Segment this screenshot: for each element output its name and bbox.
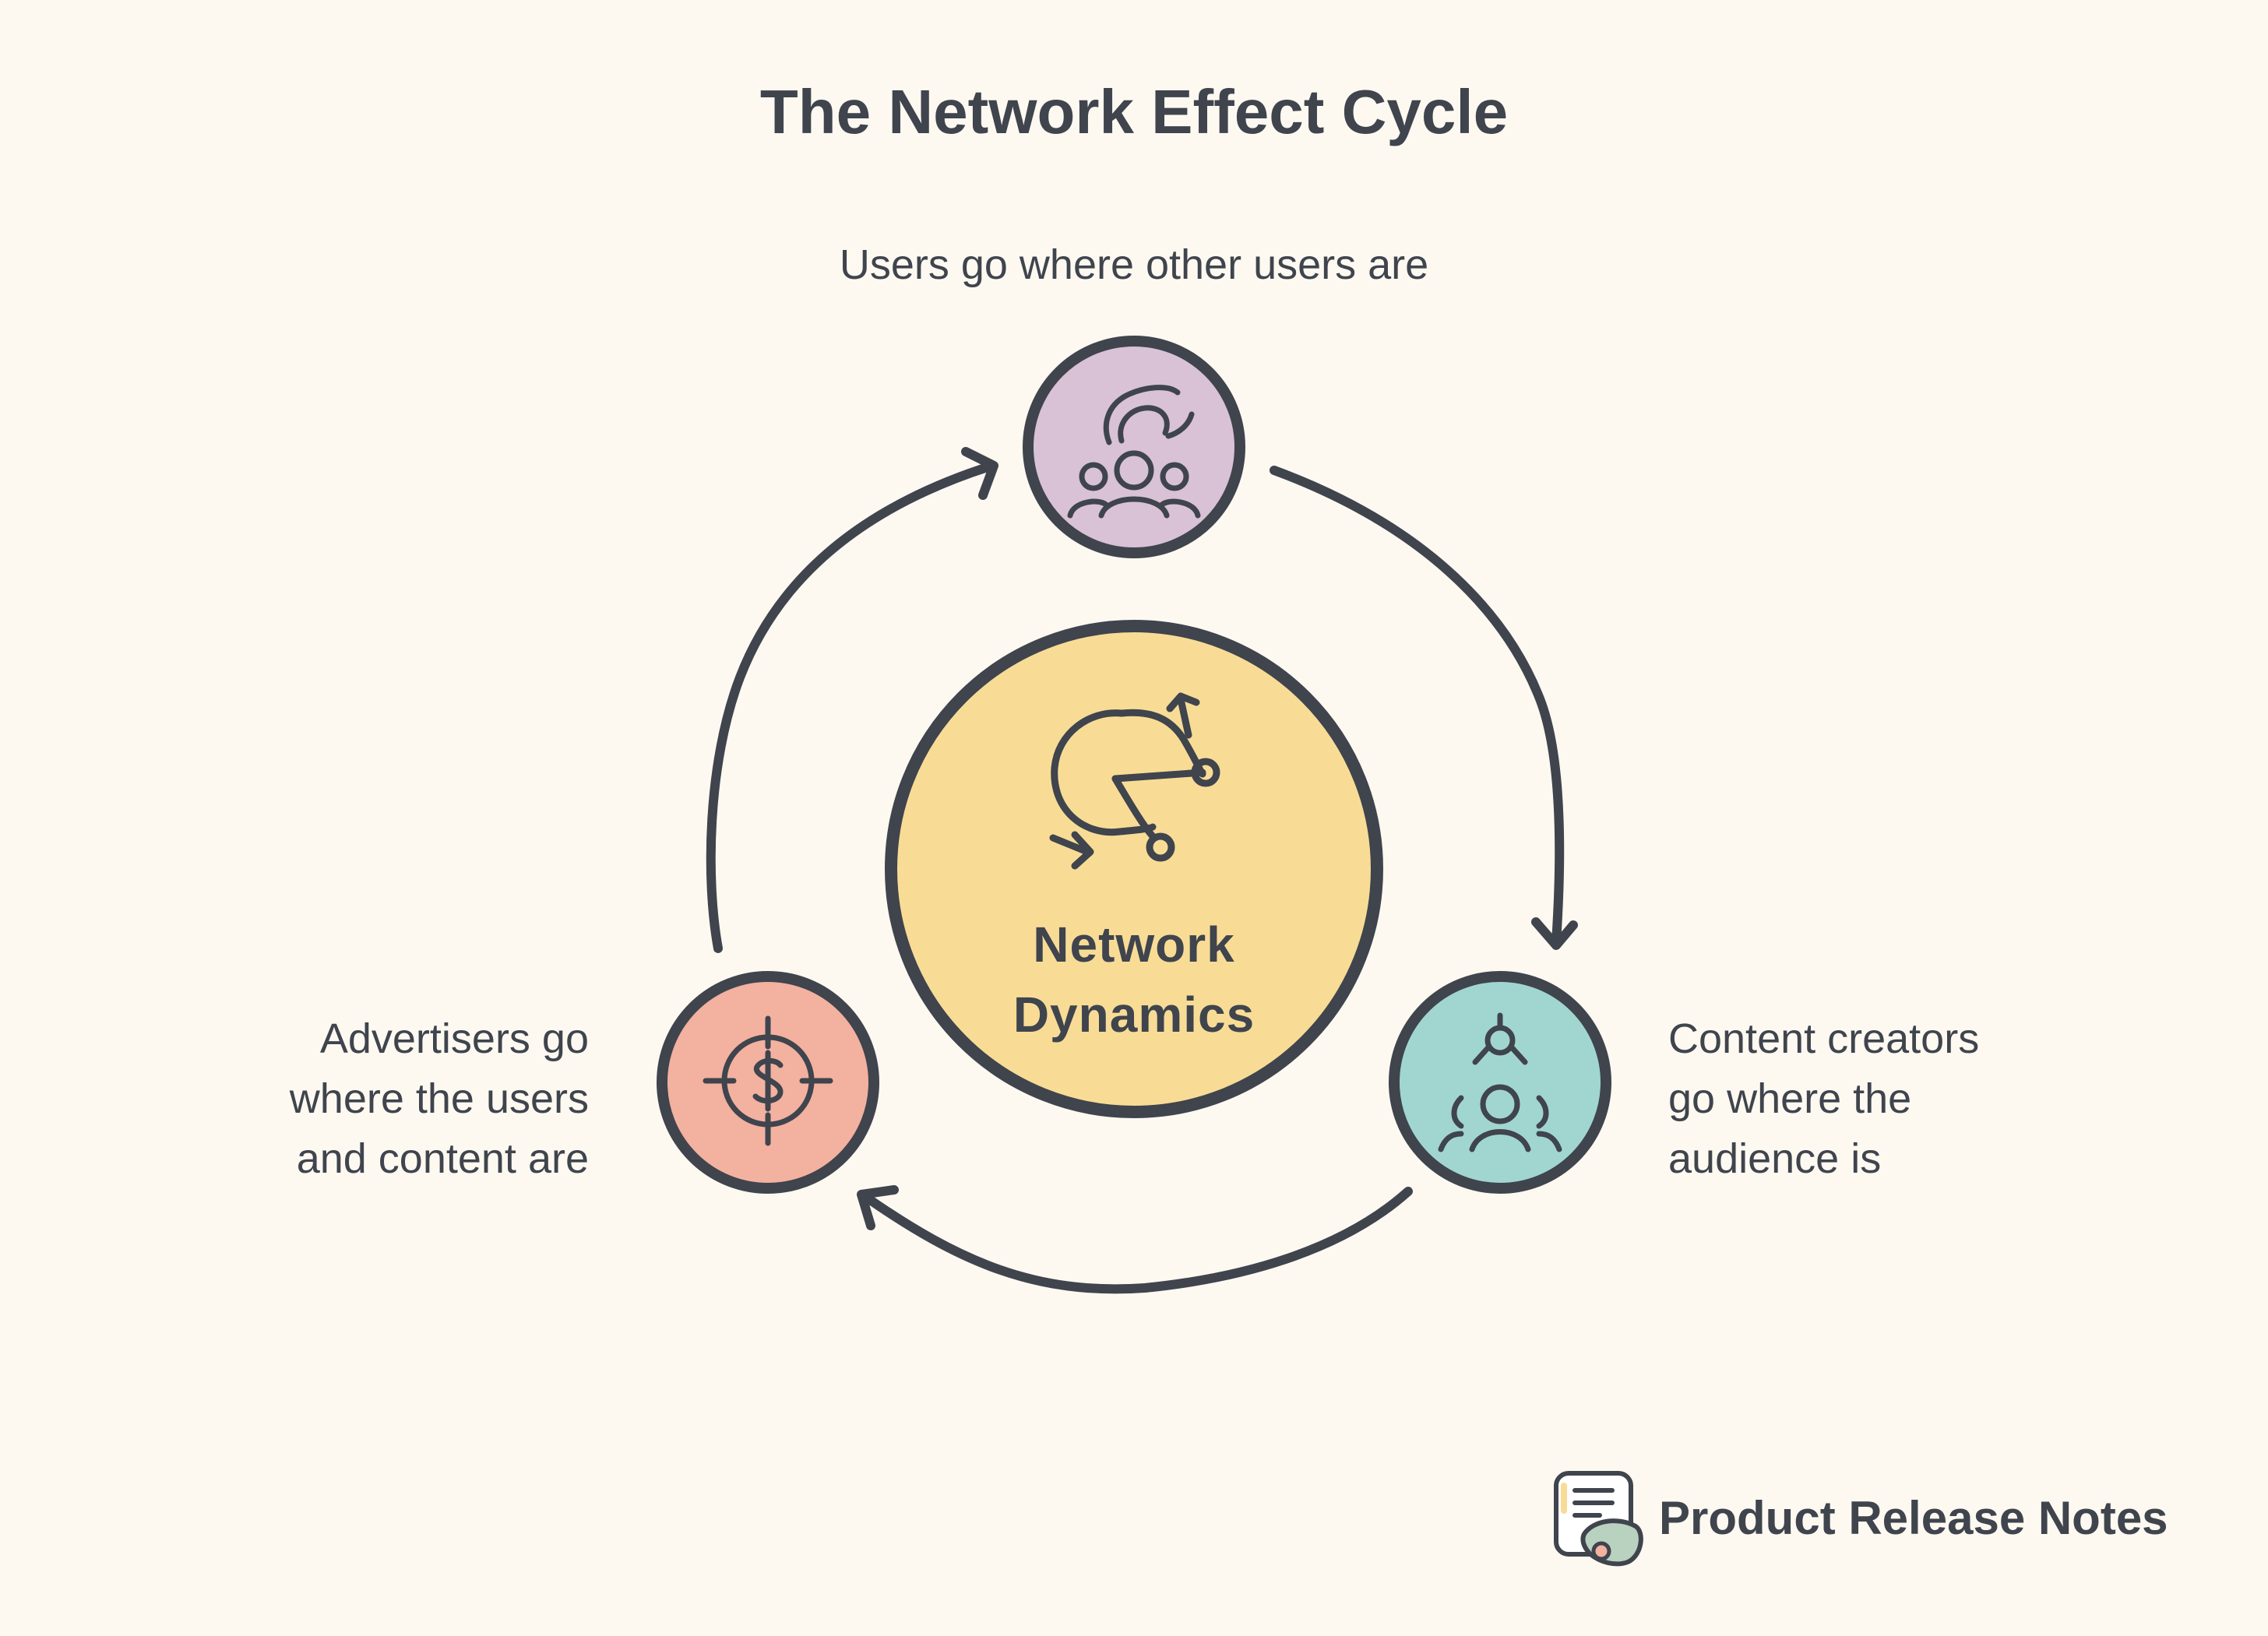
label-creators: Content creators go where the audience i… [1668,1009,2136,1189]
network-cycle-icon [1049,692,1220,870]
content-creator-icon [1438,1012,1562,1152]
label-advertisers-line: Advertisers go [319,1015,589,1062]
label-creators-line: go where the [1668,1075,1912,1122]
release-notes-logo-icon [1554,1471,1643,1567]
label-advertisers: Advertisers go where the users and conte… [156,1009,589,1189]
dollar-target-icon [703,1015,833,1146]
cycle-arrow-creators-to-advertisers [857,1185,1413,1294]
center-circle [885,620,1383,1118]
node-users [1023,336,1245,558]
users-group-icon [1067,385,1201,519]
label-creators-line: audience is [1668,1135,1882,1182]
brand-name: Product Release Notes [1659,1492,2168,1544]
node-creators [1389,971,1611,1194]
center-label-line2: Dynamics [1012,987,1256,1043]
label-users: Users go where other users are [839,241,1429,288]
center-label-line1: Network [1033,917,1235,973]
label-advertisers-line: where the users [289,1075,589,1122]
cycle-arrow-advertisers-to-users [706,447,998,953]
brand-watermark: Product Release Notes [1553,1470,2168,1570]
center-label: Network Dynamics [900,909,1368,1050]
label-creators-line: Content creators [1668,1015,1980,1062]
label-advertisers-line: and content are [296,1135,589,1182]
diagram-title: The Network Effect Cycle [759,77,1509,146]
cycle-arrow-users-to-creators [1270,466,1578,950]
